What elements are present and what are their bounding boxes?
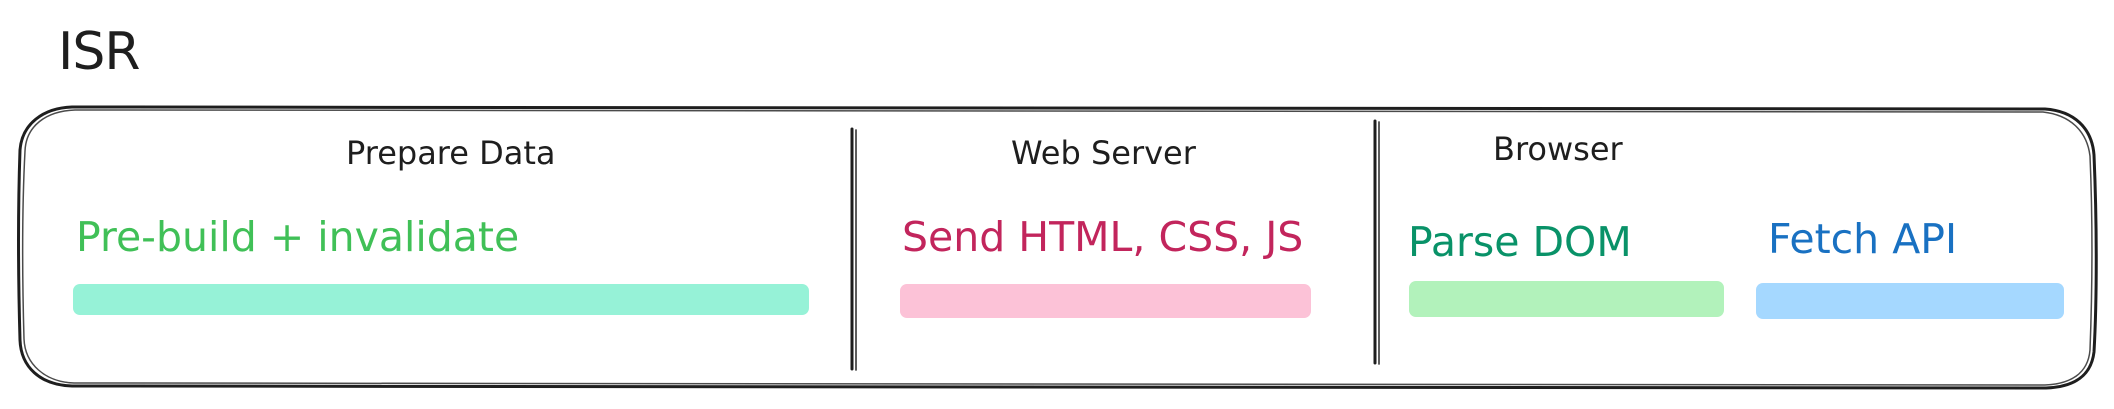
section-divider-2: [1373, 119, 1380, 365]
section-label-prepare-data: Prepare Data: [346, 134, 556, 172]
step-bar-fetch-api: [1756, 283, 2064, 319]
section-label-browser: Browser: [1493, 130, 1623, 168]
step-bar-parse-dom: [1409, 281, 1724, 317]
step-bar-prebuild-invalidate: [73, 284, 809, 315]
section-label-web-server: Web Server: [1011, 134, 1196, 172]
step-label-prebuild-invalidate: Pre-build + invalidate: [76, 213, 520, 261]
step-label-send-assets: Send HTML, CSS, JS: [902, 213, 1304, 261]
step-bar-send-assets: [900, 284, 1311, 318]
section-divider-1: [850, 127, 857, 371]
diagram-title: ISR: [58, 22, 140, 82]
step-label-fetch-api: Fetch API: [1768, 215, 1958, 263]
step-label-parse-dom: Parse DOM: [1408, 218, 1632, 266]
